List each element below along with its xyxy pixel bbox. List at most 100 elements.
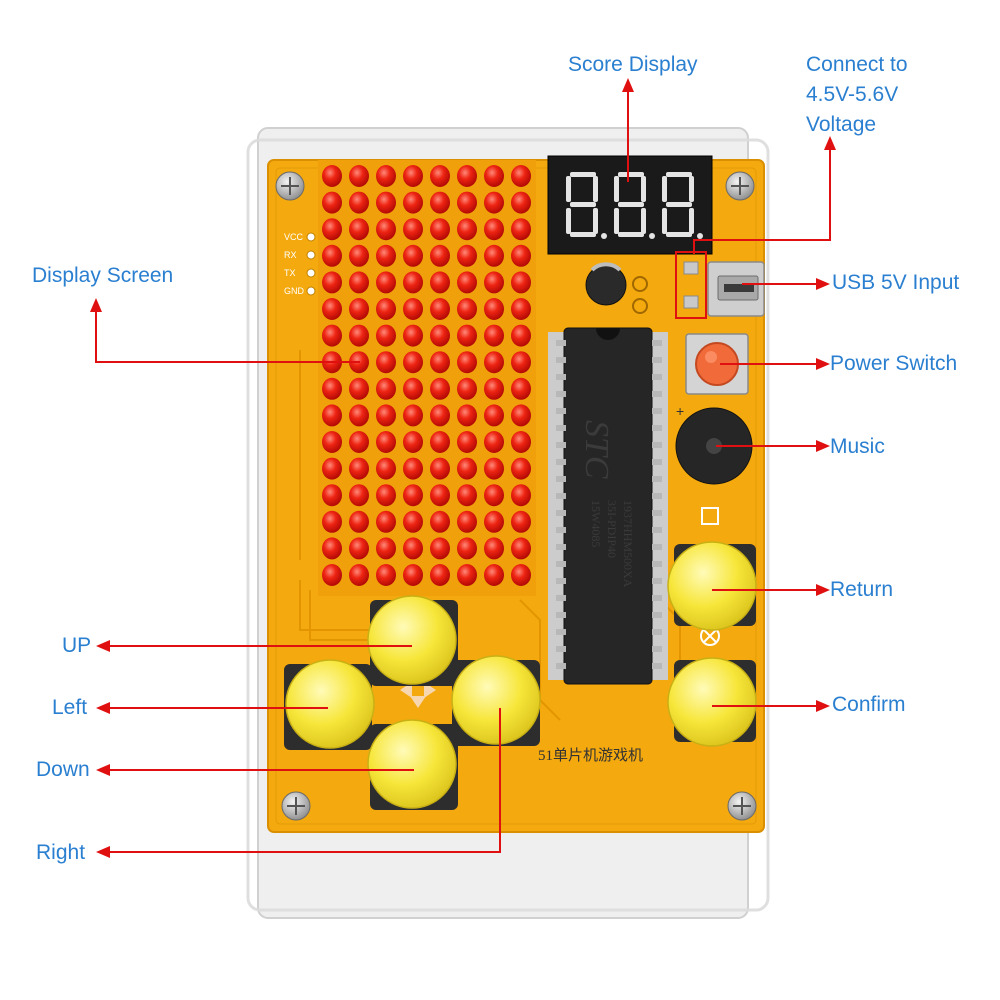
- label-display-screen: Display Screen: [32, 264, 173, 287]
- led: [430, 324, 450, 347]
- chip-pin: [556, 391, 566, 397]
- chip-pin: [556, 340, 566, 346]
- led: [376, 484, 396, 507]
- segment: [662, 176, 667, 202]
- led: [484, 404, 504, 427]
- led: [511, 244, 531, 267]
- chip-pin: [556, 442, 566, 448]
- seven-segment-digits: [566, 172, 703, 239]
- up-button[interactable]: [367, 595, 458, 686]
- led: [403, 218, 423, 241]
- led: [322, 377, 342, 400]
- led: [430, 564, 450, 586]
- led: [376, 510, 396, 533]
- chip-pin: [556, 629, 566, 635]
- chip-pin: [556, 595, 566, 601]
- down-button[interactable]: [367, 719, 458, 810]
- led: [430, 298, 450, 320]
- led: [430, 218, 450, 241]
- led: [457, 324, 477, 347]
- led: [484, 537, 504, 560]
- led: [376, 298, 396, 320]
- led: [484, 324, 504, 347]
- led: [484, 351, 504, 374]
- led: [430, 431, 450, 453]
- led: [484, 510, 504, 533]
- led: [349, 457, 369, 480]
- chip-pin: [652, 391, 662, 397]
- label-score-display: Score Display: [568, 53, 698, 76]
- led: [376, 244, 396, 267]
- screw-top-right: [725, 171, 755, 201]
- led: [349, 271, 369, 294]
- confirm-button[interactable]: [667, 657, 757, 747]
- chip-pin: [652, 442, 662, 448]
- label-voltage-line3: Voltage: [806, 113, 876, 136]
- led: [430, 165, 450, 187]
- chip-pin: [556, 578, 566, 584]
- led: [484, 457, 504, 480]
- segment: [570, 172, 596, 177]
- chip-pin: [652, 612, 662, 618]
- right-button[interactable]: [451, 655, 541, 746]
- led: [457, 484, 477, 507]
- led: [484, 191, 504, 214]
- chip-pin: [556, 425, 566, 431]
- label-usb-input: USB 5V Input: [832, 271, 959, 294]
- label-voltage-line2: 4.5V-5.6V: [806, 83, 898, 106]
- led: [349, 431, 369, 453]
- led: [376, 271, 396, 294]
- chip-line1: 15W4085: [589, 500, 603, 547]
- segment: [662, 208, 667, 234]
- segment: [618, 232, 644, 237]
- left-button[interactable]: [284, 659, 375, 750]
- chip-pin: [652, 459, 662, 465]
- led: [322, 537, 342, 560]
- label-up: UP: [62, 634, 91, 657]
- screw-top-left: [275, 171, 305, 201]
- led: [511, 351, 531, 374]
- led: [511, 431, 531, 453]
- led: [511, 510, 531, 533]
- led: [484, 431, 504, 453]
- led: [322, 404, 342, 427]
- led: [376, 564, 396, 586]
- led: [403, 457, 423, 480]
- return-button[interactable]: [667, 541, 757, 631]
- led: [349, 298, 369, 320]
- led: [511, 537, 531, 560]
- led: [484, 218, 504, 241]
- led: [403, 537, 423, 560]
- segment: [566, 176, 571, 202]
- segment-dot: [649, 233, 655, 239]
- pin-label-rx: RX: [284, 250, 297, 260]
- led: [511, 298, 531, 320]
- chip-pin: [652, 663, 662, 669]
- led: [322, 510, 342, 533]
- led: [430, 510, 450, 533]
- chip-pin: [652, 629, 662, 635]
- led: [322, 298, 342, 320]
- led: [457, 298, 477, 320]
- led: [403, 191, 423, 214]
- led: [403, 484, 423, 507]
- led: [349, 165, 369, 187]
- power-switch[interactable]: [685, 333, 749, 395]
- led: [430, 271, 450, 294]
- led: [322, 431, 342, 453]
- led: [457, 457, 477, 480]
- pcb-silkscreen-title: 51单片机游戏机: [538, 747, 643, 764]
- led: [376, 324, 396, 347]
- led: [484, 271, 504, 294]
- led: [322, 484, 342, 507]
- led: [322, 165, 342, 187]
- led: [511, 564, 531, 586]
- label-music: Music: [830, 435, 885, 458]
- led: [376, 537, 396, 560]
- led: [322, 244, 342, 267]
- led: [484, 484, 504, 507]
- led: [349, 404, 369, 427]
- buzzer-plus-mark: +: [676, 403, 684, 419]
- led: [376, 431, 396, 453]
